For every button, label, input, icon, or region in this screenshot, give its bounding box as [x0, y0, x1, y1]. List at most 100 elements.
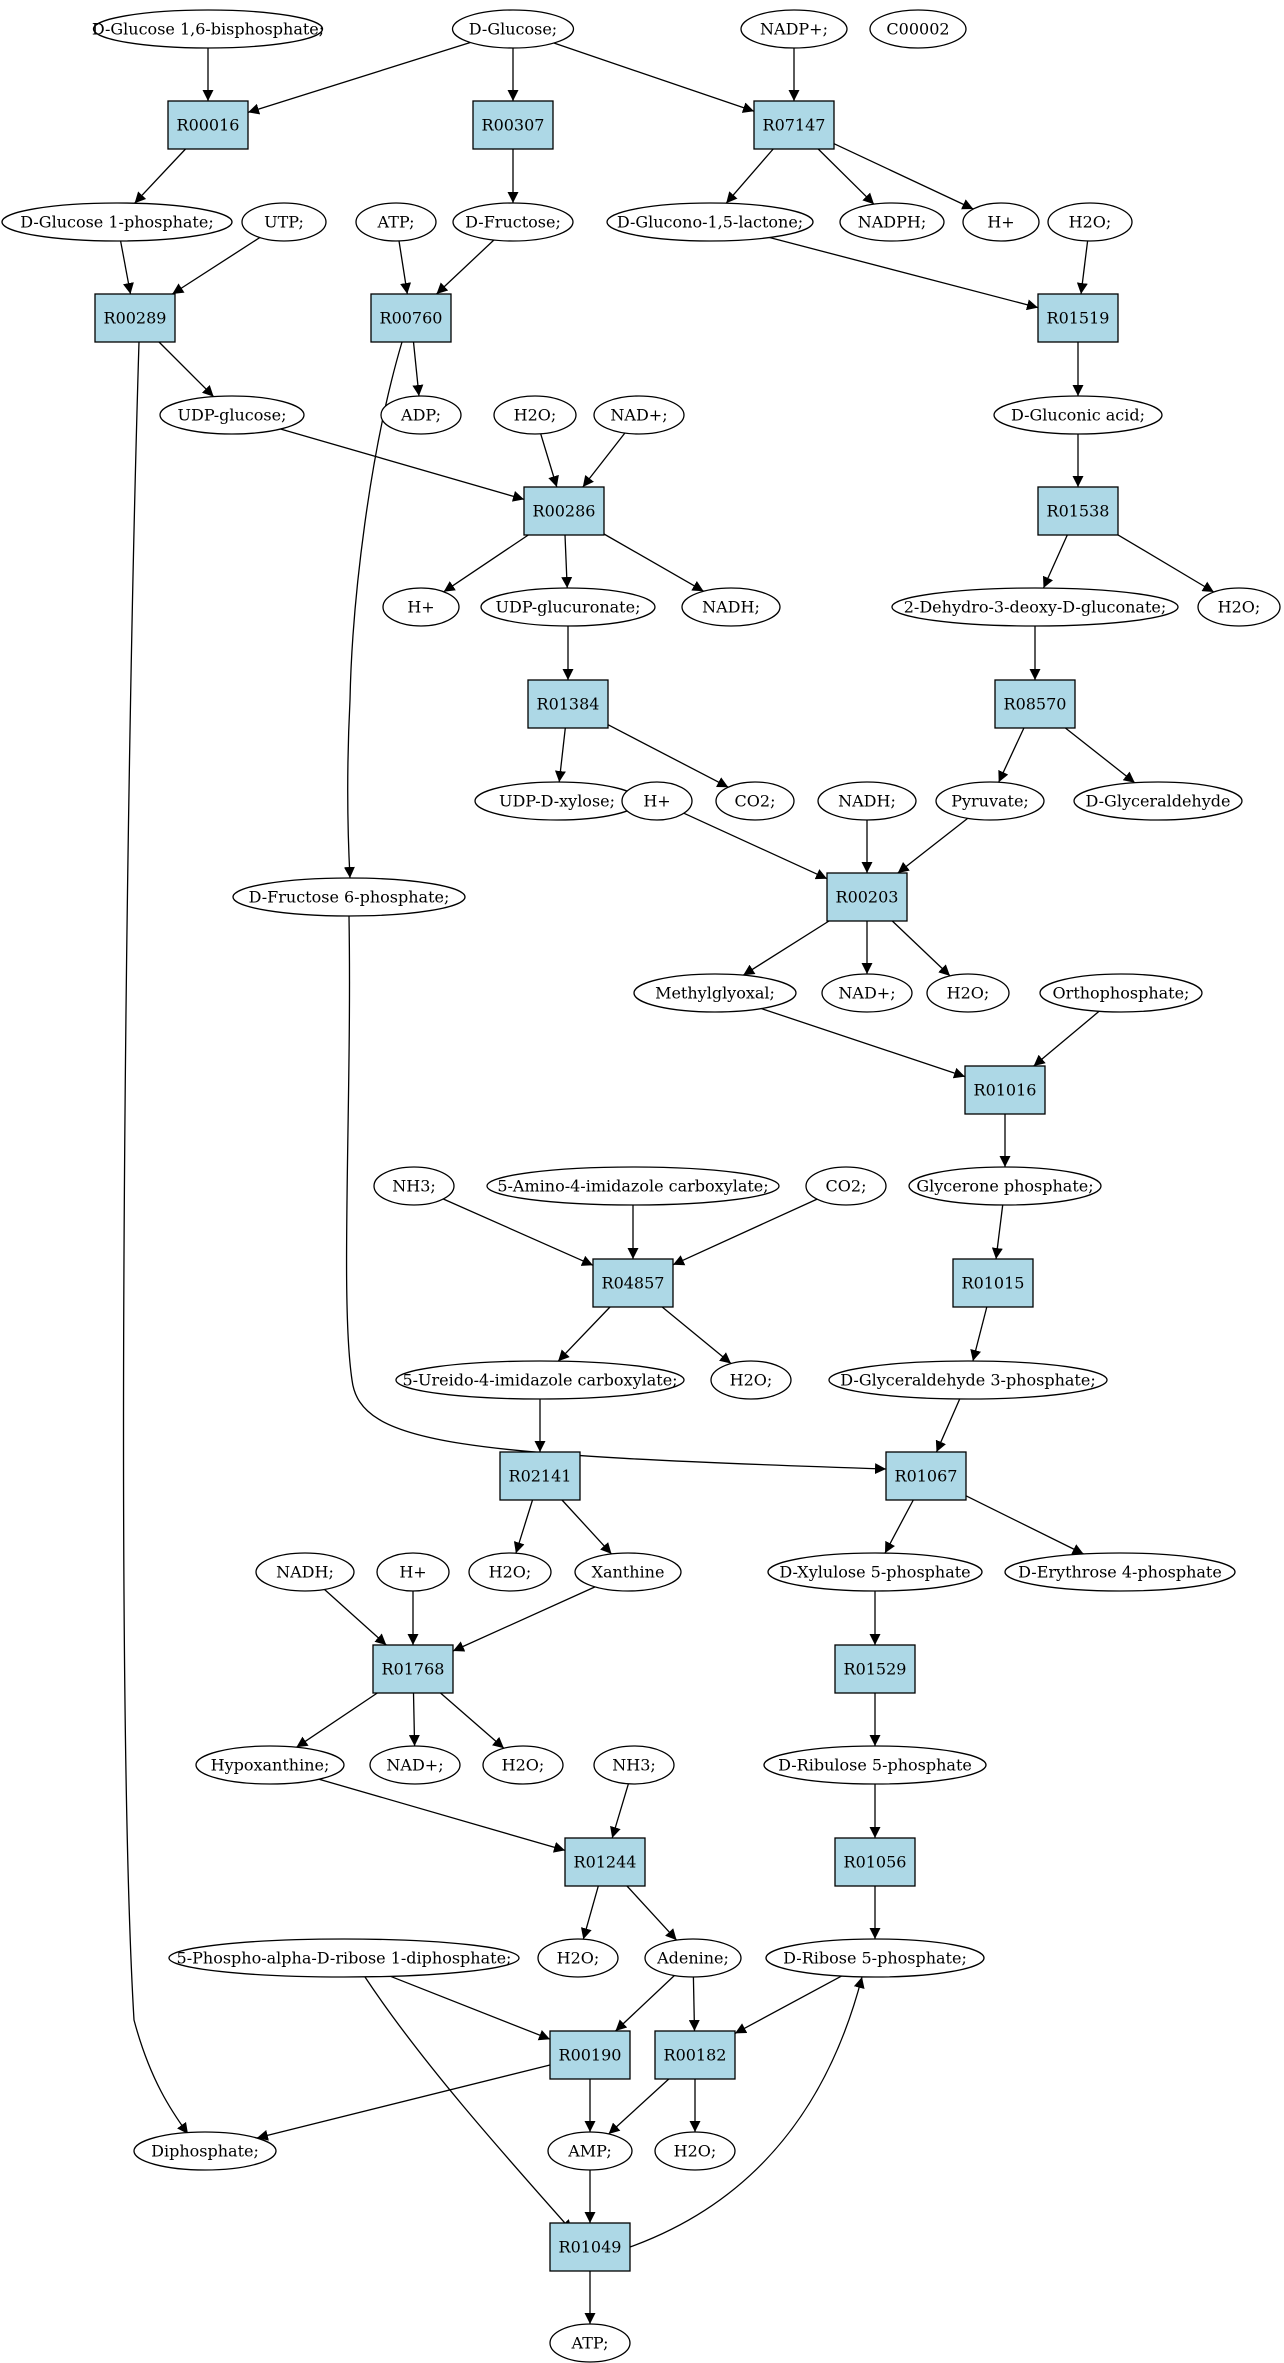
edge-r-r01015-to-c-g3p [970, 1306, 988, 1362]
node-label: ATP; [571, 2334, 609, 2353]
node-label: H+ [643, 792, 670, 811]
edge-r-r07147-to-c-nadph [817, 148, 875, 205]
reaction-box [994, 679, 1076, 729]
edge-r-r00203-to-c-h2o4 [891, 920, 951, 977]
reaction-node-r-r01768: R01768 [372, 1644, 454, 1694]
node-label: D-Glucono-1,5-lactone; [617, 213, 803, 232]
compound-ellipse [1004, 1552, 1236, 1592]
node-label: UTP; [264, 213, 304, 232]
compound-ellipse [232, 877, 466, 917]
node-label: Methylglyoxal; [655, 984, 775, 1003]
compound-ellipse [480, 587, 656, 627]
compound-node-c-h2o2: H2O; [493, 395, 577, 435]
compound-node-c-nadh2: NADH; [817, 781, 917, 821]
node-label: H2O; [1069, 213, 1112, 232]
compound-node-c-prpp: 5-Phospho-alpha-D-ribose 1-diphosphate; [168, 1938, 520, 1978]
reaction-node-r-r00182: R00182 [654, 2030, 736, 2080]
node-label: R07147 [763, 116, 826, 135]
compound-ellipse [255, 1552, 355, 1592]
compound-node-c-g3p: D-Glyceraldehyde 3-phosphate; [828, 1360, 1108, 1400]
edge-r-r00203-to-c-mgo [742, 920, 830, 976]
reaction-box [952, 1258, 1034, 1308]
compound-ellipse [644, 1938, 742, 1978]
reaction-node-r-r00203: R00203 [826, 872, 908, 922]
compound-node-c-nh3b: NH3; [593, 1745, 675, 1785]
node-label: R01016 [974, 1081, 1037, 1100]
node-label: C00002 [886, 20, 949, 39]
reaction-node-r-r01016: R01016 [964, 1065, 1046, 1115]
node-label: R00203 [836, 888, 899, 907]
edge-r-r08570-to-c-dglyald [1064, 727, 1136, 784]
compound-ellipse [710, 1360, 792, 1400]
reaction-box [523, 486, 605, 536]
node-label: R01519 [1047, 309, 1110, 328]
node-label: NADPH; [858, 213, 927, 232]
node-label: D-Glyceraldehyde [1086, 792, 1231, 811]
edge-c-pi-to-r-r01016 [1033, 1010, 1100, 1067]
node-label: 5-Phospho-alpha-D-ribose 1-diphosphate; [177, 1949, 512, 1968]
compound-node-c-ade: Adenine; [644, 1938, 742, 1978]
reaction-box [592, 1258, 674, 1308]
compound-node-c-mgo: Methylglyoxal; [633, 973, 797, 1013]
compound-node-c-nad3: NAD+; [369, 1745, 461, 1785]
node-label: H2O; [947, 984, 990, 1003]
reaction-node-r-r01056: R01056 [834, 1837, 916, 1887]
reaction-node-r-r00190: R00190 [549, 2030, 631, 2080]
compound-ellipse [1197, 587, 1281, 627]
reaction-box [1037, 293, 1119, 343]
reaction-box [372, 1644, 454, 1694]
edge-r-r01244-to-c-ade [626, 1885, 678, 1941]
node-label: NH3; [392, 1177, 436, 1196]
compound-ellipse [549, 2323, 631, 2363]
edge-r-r01049-to-c-r5p [629, 1976, 865, 2248]
reaction-box [499, 1451, 581, 1501]
compound-ellipse [1047, 202, 1133, 242]
node-label: NAD+; [838, 984, 895, 1003]
node-label: Xanthine [592, 1563, 665, 1582]
compound-ellipse [891, 587, 1179, 627]
edge-r-r00289-to-c-udpglc [158, 341, 215, 398]
node-label: R01049 [559, 2238, 622, 2257]
node-label: 5-Ureido-4-imidazole carboxylate; [402, 1371, 677, 1390]
reaction-node-r-r00760: R00760 [370, 293, 452, 343]
compound-node-c-h2o1: H2O; [1047, 202, 1133, 242]
compound-ellipse [451, 9, 575, 49]
compound-ellipse [369, 1745, 461, 1785]
compound-node-c-nadp: NADP+; [740, 9, 848, 49]
compound-node-c-nadh1: NADH; [681, 587, 781, 627]
edge-c-nadh3-to-r-r01768 [323, 1588, 387, 1646]
edge-r-r07147-to-c-glucono [725, 148, 774, 204]
compound-ellipse [195, 1745, 345, 1785]
reaction-box [753, 100, 835, 150]
edge-c-nad1-to-r-r00286 [582, 432, 626, 488]
edge-c-g1p-to-r-r00289 [119, 240, 134, 295]
compound-node-c-amp: AMP; [547, 2131, 633, 2171]
node-label: R01067 [895, 1467, 958, 1486]
edge-c-nh3a-to-r-r04857 [443, 1198, 594, 1266]
compound-node-c-glucono: D-Glucono-1,5-lactone; [606, 202, 814, 242]
edge-c-prpp-to-r-r00190 [390, 1975, 551, 2041]
node-label: D-Ribose 5-phosphate; [783, 1949, 967, 1968]
node-label: Pyruvate; [951, 792, 1029, 811]
compound-node-c-h4: H+ [376, 1552, 450, 1592]
node-label: ATP; [377, 213, 415, 232]
edge-c-atp1-to-r-r00760 [398, 240, 412, 295]
compound-ellipse [241, 202, 327, 242]
compound-node-c-nad1: NAD+; [593, 395, 685, 435]
compound-ellipse [486, 1166, 780, 1206]
compound-node-c-pyruvate: Pyruvate; [935, 781, 1045, 821]
node-label: R00016 [177, 116, 240, 135]
reaction-node-r-r00016: R00016 [167, 100, 249, 150]
edge-r-r01244-to-c-h2o8 [580, 1885, 599, 1940]
compound-node-c-atp2: ATP; [549, 2323, 631, 2363]
node-label: D-Glucose 1,6-bisphosphate; [92, 20, 324, 39]
node-label: R01768 [382, 1660, 445, 1679]
edge-r-r01768-to-c-h2o7 [440, 1692, 505, 1749]
node-label: H2O; [674, 2142, 717, 2161]
edge-r-r01384-to-c-udpxyl [554, 727, 566, 783]
node-label: D-Xylulose 5-phosphate [779, 1563, 970, 1582]
compound-ellipse [133, 2131, 277, 2171]
compound-ellipse [1, 202, 233, 242]
edge-c-h2o1-to-r-r01519 [1076, 240, 1089, 295]
node-label: D-Glucose 1-phosphate; [20, 213, 213, 232]
